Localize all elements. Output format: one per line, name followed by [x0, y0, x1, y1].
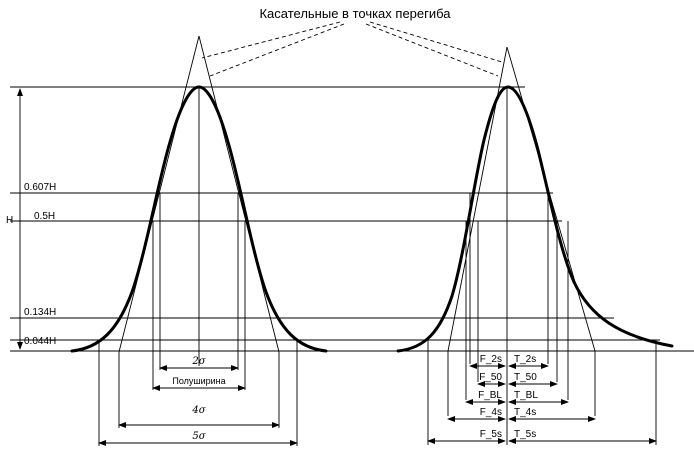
left-5sigma-label: 5σ	[192, 431, 206, 442]
right-front-label: F_BL	[478, 390, 502, 401]
right-front-label: F_4s	[480, 407, 502, 418]
level-label-05: 0.5H	[34, 211, 55, 222]
right-tail-label: T_4s	[514, 407, 536, 418]
right-peak-curve	[396, 85, 674, 353]
left-2sigma-label: 2σ	[191, 356, 206, 367]
level-lines	[10, 86, 694, 352]
left-width-dimensions	[98, 365, 298, 446]
level-label-0134: 0.134H	[24, 307, 56, 318]
level-label-0044: 0.044H	[24, 336, 56, 347]
right-width-dimensions	[427, 363, 657, 444]
right-tail-label: T_BL	[514, 390, 538, 401]
left-peak-curve	[70, 85, 328, 353]
right-tail-label: T_5s	[514, 429, 536, 440]
left-tangent-rear	[198, 35, 280, 353]
left-halfwidth-label: Полуширина	[172, 376, 225, 386]
diagram-title: Касательные в точках перегиба	[259, 6, 451, 21]
right-tail-label: T_2s	[514, 354, 536, 365]
right-front-label: F_2s	[480, 354, 502, 365]
left-4sigma-label: 4σ	[191, 405, 206, 416]
title-pointer-lines	[201, 21, 503, 77]
right-tail-label: T_50	[514, 372, 537, 383]
right-front-label: F_5s	[480, 429, 502, 440]
level-label-0607: 0.607H	[24, 182, 56, 193]
right-tangent-front	[447, 46, 508, 352]
height-label: H	[6, 215, 13, 226]
left-tangent-front	[118, 35, 200, 353]
right-peak	[396, 46, 674, 445]
left-peak	[70, 35, 328, 446]
right-front-label: F_50	[479, 372, 502, 383]
